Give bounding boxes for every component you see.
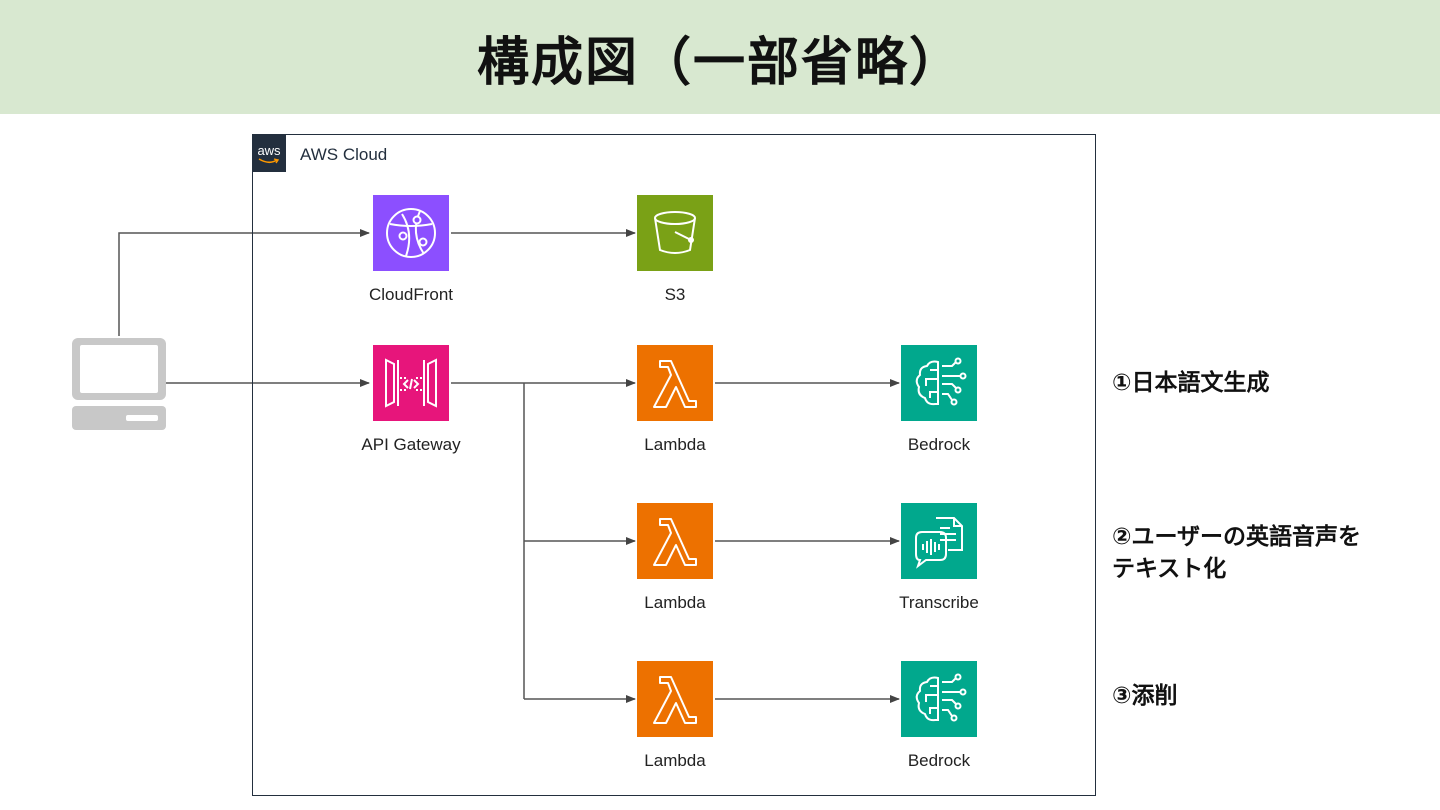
api-gateway-icon [385,358,437,408]
aws-smile-icon [258,157,280,163]
page-title: 構成図（一部省略） [476,32,963,93]
client-to-cloudfront-arrow [118,229,370,336]
lambda-label-1: Lambda [644,435,706,454]
aws-logo-icon: aws [252,134,286,172]
bedrock-node-2 [901,661,977,737]
api-gateway-node [373,345,449,421]
transcribe-label: Transcribe [899,593,979,612]
bedrock-label-2: Bedrock [907,751,971,770]
aws-cloud-group [252,134,1096,796]
step1-note: ①日本語文生成 [1112,370,1270,396]
lambda-node-1 [637,345,713,421]
bedrock-node-1 [901,345,977,421]
s3-node [637,195,713,271]
lambda-node-3 [637,661,713,737]
s3-label: S3 [664,285,686,304]
aws-badge-text: aws [257,142,281,158]
bedrock-label-1: Bedrock [907,435,971,454]
title-banner: 構成図（一部省略） [0,0,1440,114]
lambda-icon [653,518,697,566]
lambda-icon [653,360,697,408]
s3-bucket-icon [654,211,696,254]
api-gateway-label: API Gateway [361,435,461,454]
transcribe-node [901,503,977,579]
cloudfront-node [373,195,449,271]
aws-cloud-label: AWS Cloud [300,145,388,164]
lambda-icon [653,676,697,724]
step3-note: ③添削 [1112,683,1178,709]
lambda-node-2 [637,503,713,579]
bedrock-brain-icon [915,357,967,406]
cloudfront-label: CloudFront [368,285,454,304]
lambda-label-2: Lambda [644,593,706,612]
desktop-computer-icon [72,338,166,430]
bedrock-brain-icon [915,673,967,722]
step2-note-line1: ②ユーザーの英語音声を [1112,524,1362,550]
lambda-label-3: Lambda [644,751,706,770]
step2-note-line2: テキスト化 [1112,556,1227,582]
cloudfront-icon [386,208,436,258]
transcribe-icon [915,517,963,569]
